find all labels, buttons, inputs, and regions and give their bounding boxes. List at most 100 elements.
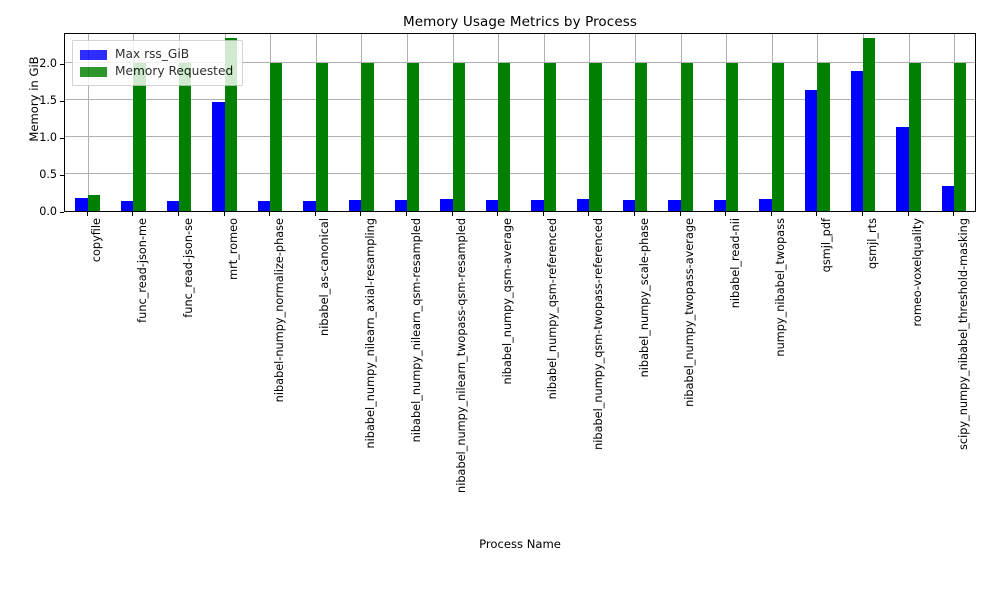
x-axis-tick-marks <box>64 212 976 217</box>
x-tick-label: nibabel_numpy_qsm-referenced <box>546 218 560 400</box>
bar-req <box>406 63 420 211</box>
bar-req <box>680 63 693 211</box>
x-tick-label: func_read-json-me <box>135 218 149 323</box>
bar-rss <box>212 101 225 211</box>
bar-group <box>703 34 749 211</box>
bar-req <box>178 63 192 211</box>
x-tick-mark <box>406 212 407 216</box>
x-tick-label: romeo-voxelquality <box>911 218 925 327</box>
bar-rss <box>941 185 955 211</box>
y-tick-label: 0.5 <box>39 168 57 182</box>
bar-rss <box>121 200 134 211</box>
x-tick-label: numpy_nibabel_twopass <box>774 218 788 357</box>
x-axis-title: Process Name <box>479 537 561 551</box>
x-tick-label: scipy_numpy_nibabel_threshold-masking <box>956 218 970 450</box>
bar-req <box>954 63 967 211</box>
x-tick-label: nibabel_numpy_scale-phase <box>637 218 651 378</box>
bar-group <box>65 34 111 211</box>
legend-label-max-rss: Max rss_GiB <box>115 47 190 61</box>
bar-rss <box>303 200 316 211</box>
bar-group <box>658 34 704 211</box>
x-tick-label: qsmjl_pdf <box>819 218 833 273</box>
chart-title: Memory Usage Metrics by Process <box>402 14 637 30</box>
x-tick-label: nibabel_read-nii <box>728 218 742 309</box>
x-tick-label: copyfile <box>90 218 104 263</box>
bar-rss <box>759 199 772 211</box>
bar-rss <box>622 199 635 211</box>
y-tick-label: 1.0 <box>39 131 57 145</box>
bar-group <box>612 34 658 211</box>
x-tick-mark <box>497 212 499 216</box>
x-tick-label: mrt_romeo <box>227 218 241 280</box>
x-tick-label: qsmjl_rts <box>865 218 879 269</box>
x-tick-mark <box>907 212 909 216</box>
legend-label-memory-requested: Memory Requested <box>115 64 234 78</box>
y-tick-label: 1.5 <box>39 94 57 108</box>
bar-req <box>634 63 648 211</box>
bar-group <box>339 34 385 211</box>
bar-group <box>475 34 521 211</box>
x-tick-mark <box>725 212 727 216</box>
bar-rss <box>349 199 362 211</box>
bar-req <box>771 63 785 211</box>
y-axis-title: Memory in GiB <box>27 56 41 142</box>
bar-req <box>589 63 602 211</box>
bar-rss <box>440 199 453 211</box>
gridline-horizontal <box>65 173 975 175</box>
x-tick-mark <box>223 212 225 216</box>
bar-group <box>795 34 841 211</box>
y-tick-mark <box>60 101 64 103</box>
bar-rss <box>668 199 681 211</box>
x-tick-label: nibabel-numpy_normalize-phase <box>272 218 286 403</box>
gridline-vertical <box>87 34 89 211</box>
bar-rss <box>577 199 590 211</box>
x-tick-label: nibabel_numpy_qsm-average <box>500 218 514 385</box>
x-tick-label: nibabel_numpy_nilearn_axial-resampling <box>363 218 377 449</box>
legend-swatch-memory-requested <box>80 66 107 77</box>
bar-group <box>384 34 430 211</box>
bar-req <box>862 37 876 211</box>
x-tick-mark <box>451 212 453 216</box>
x-tick-label: nibabel_numpy_qsm-twopass-referenced <box>591 218 605 450</box>
x-tick-label: nibabel_numpy_nilearn_twopass-qsm-resamp… <box>455 218 469 493</box>
bar-group <box>749 34 795 211</box>
y-tick-label: 0.0 <box>39 205 57 218</box>
x-tick-mark <box>770 212 772 216</box>
x-tick-mark <box>132 212 134 216</box>
bar-group <box>840 34 886 211</box>
x-tick-mark <box>679 212 681 216</box>
bar-rss <box>75 198 88 211</box>
bar-rss <box>257 200 271 211</box>
gridline-horizontal <box>65 136 975 138</box>
bar-req <box>133 63 146 211</box>
bar-group <box>567 34 613 211</box>
bar-req <box>452 63 465 211</box>
bar-group <box>156 34 202 211</box>
x-tick-label: nibabel_as-canonical <box>318 218 332 336</box>
bar-rss <box>166 200 179 211</box>
x-tick-label: func_read-json-se <box>181 218 195 318</box>
plot-area <box>64 33 976 212</box>
x-tick-mark <box>542 212 544 216</box>
x-tick-mark <box>588 212 590 216</box>
legend: Max rss_GiB Memory Requested <box>72 40 244 86</box>
bar-rss <box>485 199 499 211</box>
x-tick-mark <box>360 212 362 216</box>
bar-req <box>817 63 830 211</box>
gridline-horizontal <box>65 99 975 101</box>
bar-group <box>886 34 932 211</box>
x-tick-mark <box>269 212 271 216</box>
bar-req <box>270 63 283 211</box>
y-axis-tick-marks <box>24 33 65 213</box>
bar-rss <box>896 126 909 211</box>
bar-req <box>908 63 921 211</box>
y-tick-mark <box>60 138 64 140</box>
x-tick-mark <box>816 212 818 216</box>
bar-rss <box>531 199 544 211</box>
bar-req <box>543 63 557 211</box>
bar-group <box>247 34 293 211</box>
y-axis-tick-labels: 0.0 0.5 1.0 1.5 2.0 <box>24 33 57 217</box>
y-tick-label: 2.0 <box>39 57 57 71</box>
bar-rss <box>850 71 863 211</box>
